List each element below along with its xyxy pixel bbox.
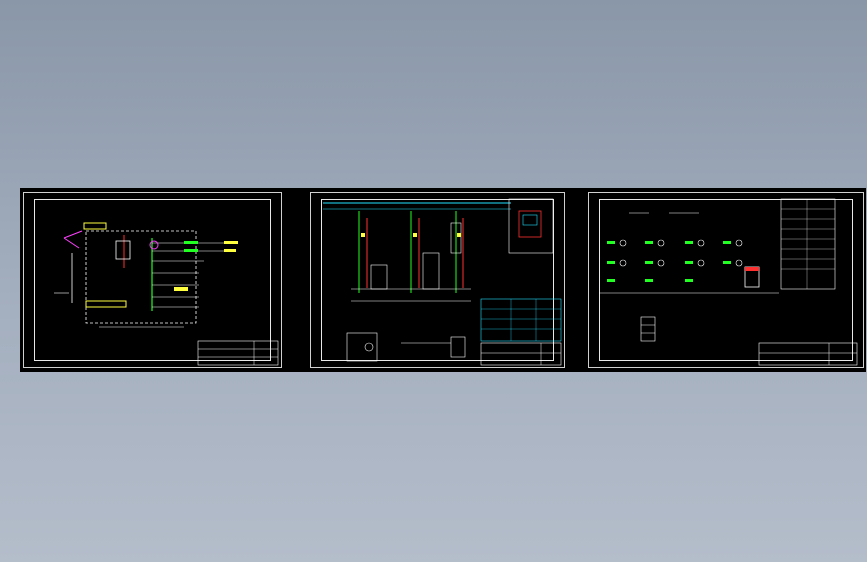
drawing-sheet-3[interactable] <box>588 192 864 368</box>
sheet-2-border <box>321 199 554 361</box>
sheet-3-border <box>599 199 853 361</box>
sheet-3-graphics <box>599 198 858 366</box>
drawing-sheet-1[interactable] <box>23 192 282 368</box>
drawing-model-space[interactable] <box>20 188 866 372</box>
sheet-1-graphics <box>54 222 279 366</box>
sheet-2-graphics <box>323 198 562 366</box>
drawing-sheet-2[interactable] <box>310 192 565 368</box>
sheet-1-border <box>34 199 271 361</box>
